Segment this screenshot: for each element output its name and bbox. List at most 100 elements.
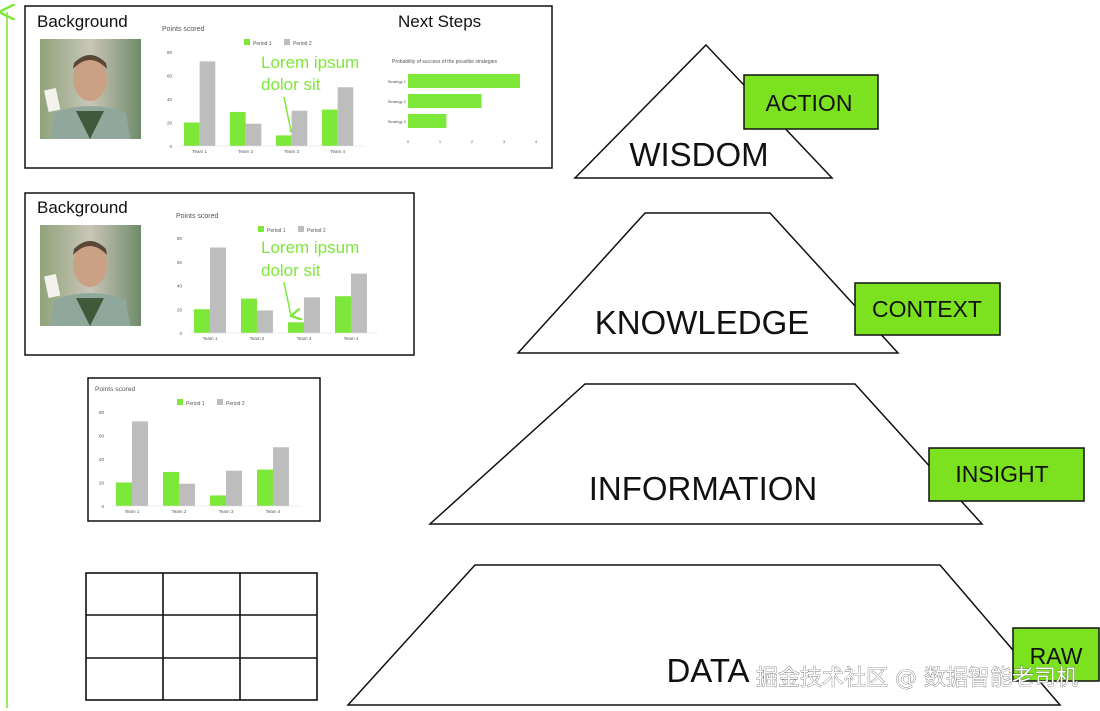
panel-top-annotation-arrow (283, 96, 291, 131)
x-tick-label: Team 4 (344, 336, 359, 341)
bar (337, 87, 354, 146)
bar (408, 94, 482, 108)
tag-insight-label: INSIGHT (955, 461, 1048, 487)
bar (225, 470, 242, 506)
bar (408, 114, 447, 128)
panel-middle: Background Lorem ipsum dolor sit Points … (24, 192, 415, 356)
bar (178, 483, 195, 506)
legend-label: Period 2 (226, 401, 245, 407)
chart-title: Points scored (95, 386, 136, 393)
x-tick-label: Team 3 (219, 509, 234, 514)
bar (199, 61, 216, 146)
panel-middle-heading-left: Background (37, 198, 128, 217)
tag-raw (1012, 627, 1100, 682)
pyramid-label-wisdom: WISDOM (629, 136, 768, 173)
x-tick-label: 0 (407, 139, 410, 144)
y-tick-label: 80 (99, 410, 105, 415)
bar (209, 247, 226, 333)
y-tick-label: Strategy 3 (388, 119, 407, 124)
x-tick-label: Team 2 (172, 509, 187, 514)
bar (408, 74, 520, 88)
bar (256, 310, 273, 333)
pyramid-level-knowledge (516, 212, 900, 354)
tag-context (854, 282, 1001, 336)
pyramid-label-knowledge: KNOWLEDGE (595, 304, 810, 341)
x-tick-label: Team 3 (297, 336, 312, 341)
bar (335, 296, 351, 333)
chart-title: Probability of success of the possible s… (392, 59, 498, 65)
bar (272, 447, 289, 506)
tag-action (743, 74, 879, 130)
y-tick-label: Strategy 1 (388, 79, 407, 84)
x-tick-label: 1 (439, 139, 442, 144)
legend-swatch (284, 39, 290, 45)
panel-top: Background Next Steps Lorem ipsum dolor … (24, 5, 553, 169)
legend-swatch (217, 399, 223, 405)
tag-context-label: CONTEXT (872, 296, 982, 322)
legend-swatch (244, 39, 250, 45)
bar (210, 495, 226, 506)
bar (245, 123, 262, 146)
x-tick-label: Team 1 (125, 509, 140, 514)
tag-raw-label: RAW (1030, 643, 1083, 669)
x-tick-label: 4 (535, 139, 538, 144)
legend-label: Period 1 (267, 228, 286, 234)
x-tick-label: 3 (503, 139, 506, 144)
legend-label: Period 1 (253, 41, 272, 47)
x-tick-label: Team 2 (250, 336, 265, 341)
legend-label: Period 2 (293, 41, 312, 47)
photo-top (40, 39, 141, 139)
y-tick-label: Strategy 2 (388, 99, 407, 104)
panel-top-heading-right: Next Steps (398, 12, 481, 31)
panel-top-heading-left: Background (37, 12, 128, 31)
tag-action-label: ACTION (766, 90, 853, 116)
chart-title: Points scored (162, 26, 205, 33)
y-tick-label: 20 (177, 307, 183, 312)
panel-middle-annotation-arrow (283, 281, 291, 316)
y-tick-label: 0 (179, 331, 182, 336)
bar (350, 273, 367, 333)
legend-swatch (298, 226, 304, 232)
y-tick-label: 0 (101, 504, 104, 509)
legend-swatch (258, 226, 264, 232)
x-tick-label: Team 2 (238, 149, 253, 154)
legend-label: Period 1 (186, 401, 205, 407)
tag-insight (928, 447, 1085, 502)
bar (230, 111, 246, 146)
pyramid-label-information: INFORMATION (589, 470, 818, 507)
chart-title: Points scored (176, 213, 219, 220)
bar (322, 109, 338, 146)
bar (163, 471, 179, 506)
pyramid-label-data: DATA (666, 652, 749, 689)
y-tick-label: 60 (167, 74, 173, 79)
y-tick-label: 40 (167, 97, 173, 102)
legend-label: Period 2 (307, 228, 326, 234)
bar (131, 421, 148, 506)
bar (257, 469, 273, 506)
y-tick-label: 20 (167, 121, 173, 126)
x-tick-label: 2 (471, 139, 474, 144)
y-tick-label: 40 (99, 457, 105, 462)
bar (184, 122, 200, 146)
bar (241, 298, 257, 333)
bar (291, 110, 308, 146)
photo-middle (40, 225, 141, 326)
y-tick-label: 60 (177, 260, 183, 265)
x-tick-label: Team 4 (266, 509, 281, 514)
x-tick-label: Team 1 (192, 149, 207, 154)
pyramid-level-data (346, 564, 1062, 706)
y-tick-label: 20 (99, 481, 105, 486)
raw-data-grid (85, 572, 318, 701)
panel-middle-annotation-line1: Lorem ipsum (261, 238, 359, 257)
bar (194, 309, 210, 333)
bar (276, 135, 292, 146)
y-tick-label: 80 (177, 236, 183, 241)
hbar-chart-next-steps: Probability of success of the possible s… (388, 59, 538, 144)
panel-top-annotation-line1: Lorem ipsum (261, 53, 359, 72)
y-tick-label: 60 (99, 434, 105, 439)
